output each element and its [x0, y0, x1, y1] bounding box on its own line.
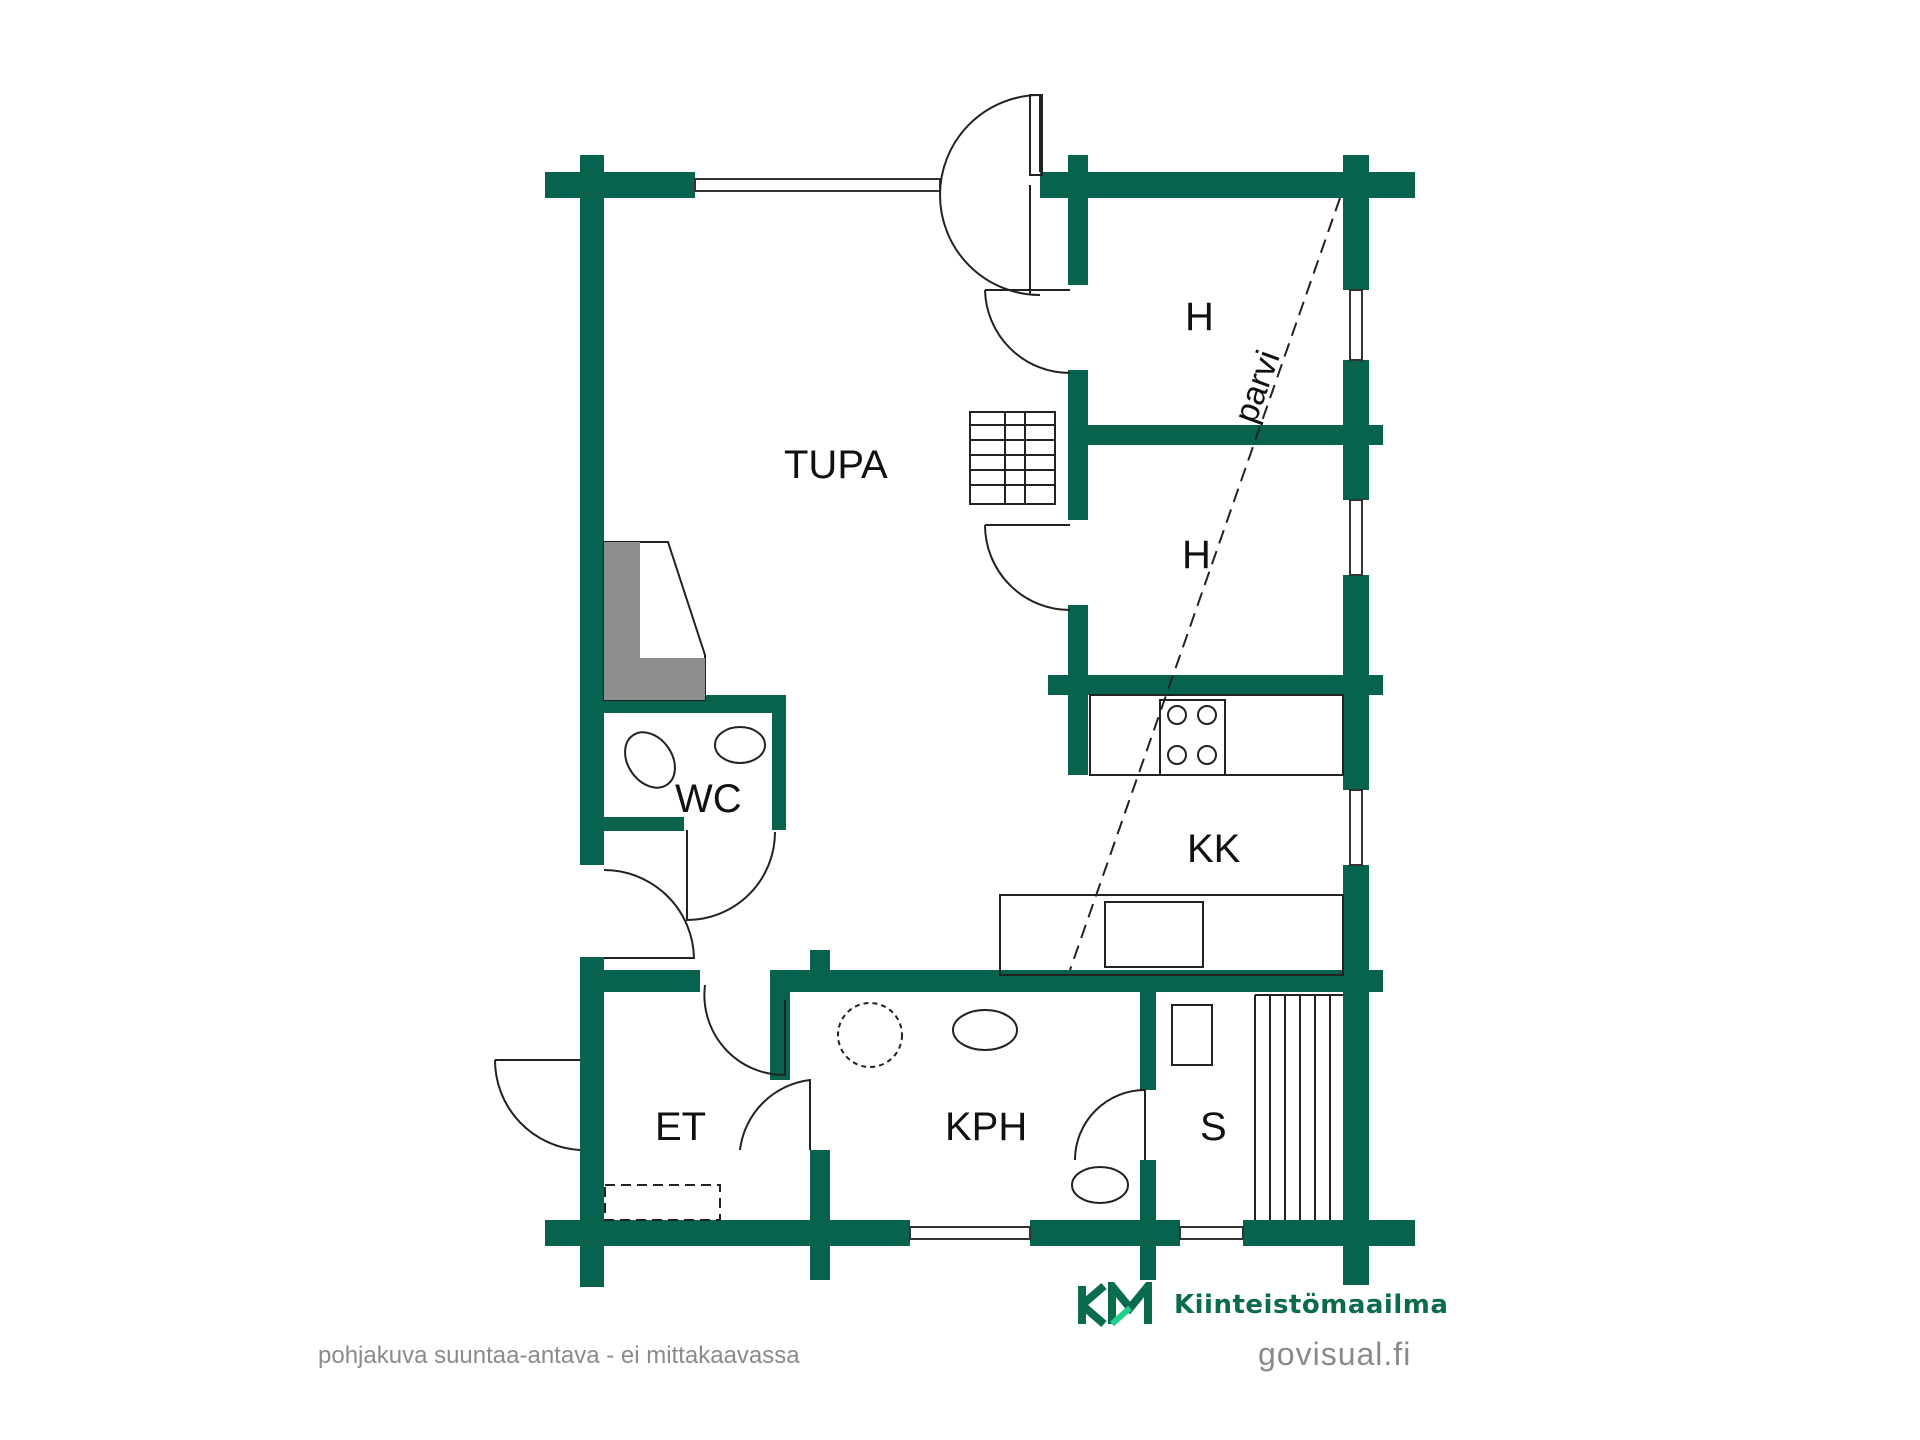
kitchen-sink: [1104, 901, 1204, 968]
wall-bedroom-2: [1068, 370, 1088, 430]
brand-logo: Kiinteistömaailma: [1078, 1282, 1448, 1328]
wall-bath-left: [770, 970, 790, 1080]
km-logo-icon: [1078, 1282, 1152, 1328]
wall-bottom-2: [1030, 1220, 1180, 1246]
fireplace-hatch: [604, 542, 705, 700]
door-top-leaf: [1029, 94, 1043, 176]
kitchen-counter-top: [1089, 694, 1344, 776]
wall-bottom-3: [1243, 1220, 1415, 1246]
window-right-3: [1349, 789, 1363, 866]
wall-bedroom-kitchen: [1048, 675, 1383, 695]
label-h-lower: H: [1182, 533, 1211, 577]
wall-bedroom-3: [1068, 425, 1088, 520]
window-bottom-1: [909, 1226, 1031, 1240]
stove-plate: [1167, 705, 1187, 725]
label-kk: KK: [1187, 827, 1241, 871]
wall-bottom-1: [545, 1220, 910, 1246]
windows: [694, 178, 1363, 1240]
disclaimer-text: pohjakuva suuntaa-antava - ei mittakaava…: [318, 1342, 800, 1369]
wall-top-left: [545, 172, 695, 198]
wall-right-4: [1343, 865, 1369, 1285]
stove-plate: [1197, 705, 1217, 725]
room-labels: TUPA H H parvi WC KK ET KPH S: [655, 295, 1288, 1149]
kitchen-counter-bottom: [999, 894, 1344, 976]
et-bench: [604, 1184, 721, 1221]
label-parvi: parvi: [1227, 345, 1288, 427]
loft-boundary-diagonal: [1069, 197, 1341, 971]
door-kph: [739, 1078, 811, 1151]
wall-between-bedrooms: [1068, 425, 1383, 445]
sauna-benches: [1254, 994, 1343, 1220]
door-sauna: [1074, 1088, 1146, 1161]
door-bedroom-lower: [984, 524, 1071, 611]
wall-kph-s-2: [1140, 1160, 1156, 1280]
label-s: S: [1200, 1105, 1227, 1149]
wall-et-kph: [810, 1150, 830, 1280]
door-et-outer: [493, 1059, 581, 1151]
kitchen-stove: [1159, 699, 1226, 776]
stove-plate: [1197, 745, 1217, 765]
stairs: [969, 411, 1056, 505]
door-top-entrance: [939, 94, 1041, 296]
bath-sink: [952, 1009, 1018, 1051]
wall-bath-left-stub: [810, 950, 830, 990]
door-bedroom-upper: [984, 289, 1071, 374]
wall-bedroom-1: [1068, 155, 1088, 285]
label-et: ET: [655, 1105, 706, 1149]
window-bottom-2: [1179, 1226, 1244, 1240]
window-right-2: [1349, 499, 1363, 576]
label-tupa: TUPA: [784, 443, 888, 487]
stairs-steps: [970, 412, 1055, 504]
door-et-kph: [703, 984, 786, 1077]
window-right-1: [1349, 289, 1363, 361]
wc-sink: [714, 726, 766, 764]
fixtures: [603, 411, 1344, 1221]
window-top: [694, 178, 941, 192]
wc-toilet: [624, 731, 676, 789]
wall-wc-bottom: [604, 817, 684, 831]
doors: [493, 94, 1146, 1161]
wall-wc-right: [772, 695, 786, 830]
label-wc: WC: [675, 777, 742, 821]
door-hall: [603, 869, 696, 959]
bath-drain-heater: [837, 1002, 903, 1068]
stove-plate: [1167, 745, 1187, 765]
sauna-stove: [1171, 1004, 1213, 1066]
label-h-upper: H: [1185, 295, 1214, 339]
door-wc: [686, 830, 776, 922]
brand-name: Kiinteistömaailma: [1174, 1290, 1449, 1320]
bath-toilet: [1071, 1166, 1129, 1204]
wall-right-1: [1343, 155, 1369, 290]
wall-bath-top: [785, 970, 1383, 992]
wall-left-upper: [580, 155, 604, 865]
label-kph: KPH: [945, 1105, 1027, 1149]
wall-et-top: [580, 970, 700, 992]
credit-text: govisual.fi: [1258, 1336, 1412, 1372]
wall-kph-s-1: [1140, 990, 1156, 1090]
